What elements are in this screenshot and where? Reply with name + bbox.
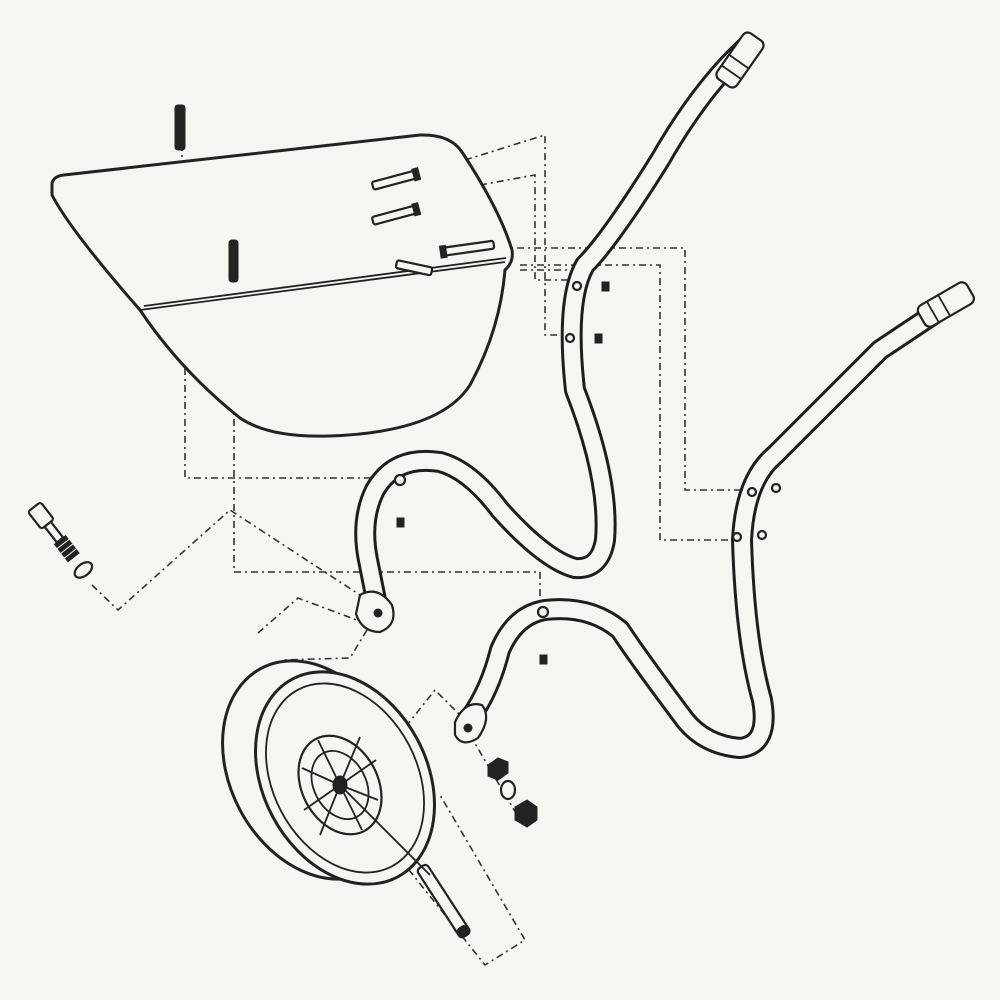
bolt-icon: [394, 259, 434, 277]
tray: [50, 104, 514, 438]
leader-tray-rear-stay: [233, 300, 541, 610]
nut-icon: [514, 799, 538, 828]
nut-icon: [487, 757, 509, 781]
nut-icon: [770, 482, 782, 494]
bolt-icon: [438, 239, 496, 259]
wheel: [221, 659, 436, 886]
wheel-tyre-groove: [265, 682, 425, 874]
nut-icon: [731, 531, 743, 543]
bolt-hole: [373, 608, 383, 618]
nut-icon: [601, 281, 610, 292]
nut-icon: [571, 280, 583, 292]
nut-icon: [536, 605, 550, 619]
nut-icon: [746, 486, 758, 498]
washers-and-nut: [487, 757, 538, 828]
washer-icon: [73, 561, 94, 579]
bolt-icon: [371, 202, 422, 226]
tray-body: [50, 133, 514, 438]
axle: [416, 863, 471, 939]
left-handle: [354, 31, 765, 634]
leader-handle-d: [520, 264, 735, 541]
tray-rim-line: [139, 261, 506, 311]
right-handle: [453, 281, 976, 759]
nut-icon: [756, 529, 768, 541]
tray-bolts: [174, 104, 496, 283]
leader-handle-b: [479, 174, 575, 281]
nut-icon: [396, 517, 405, 528]
grip-icon: [715, 31, 765, 89]
nut-icon: [564, 332, 576, 344]
tray-rim-line-2: [143, 257, 507, 307]
spring-icon: [53, 534, 80, 563]
nut-icon: [539, 654, 548, 665]
washer-icon: [499, 779, 517, 801]
grip-icon: [916, 281, 976, 328]
stay-foot-bracket: [453, 703, 488, 744]
leader-wheel-bracket: [257, 597, 372, 661]
axle-hole-icon: [332, 775, 348, 795]
axle-guide-line: [344, 789, 431, 876]
nut-icon: [594, 333, 603, 344]
leader-handle-c: [500, 247, 750, 491]
bolt-icon: [228, 239, 239, 283]
leader-spring-bolt: [91, 508, 361, 612]
bolt-icon: [371, 167, 422, 191]
bolt-hole: [463, 723, 473, 733]
bolt-spring-assembly: [27, 502, 94, 579]
nut-icon: [393, 473, 407, 487]
bolt-icon: [174, 104, 186, 151]
wheel-hub-ring: [310, 750, 370, 820]
axle-cap-icon: [457, 925, 470, 938]
